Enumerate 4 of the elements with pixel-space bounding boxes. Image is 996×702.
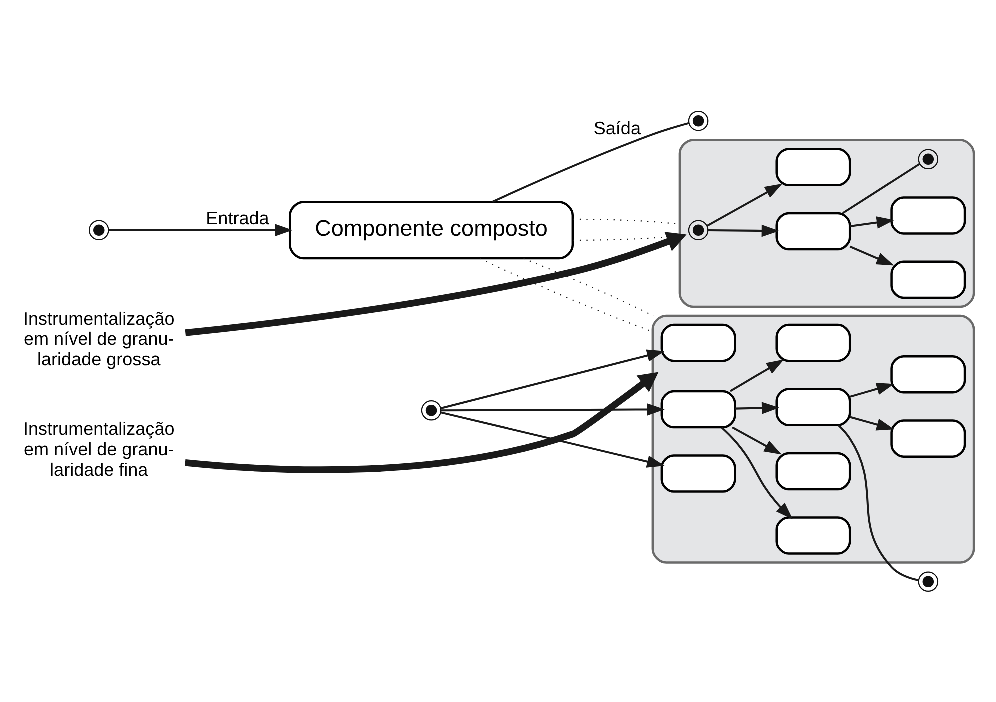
node-text: Instrumentalização em nível de granu- laridade grossa — [24, 308, 175, 369]
edge-label: Saída — [594, 118, 641, 138]
node-text: Instrumentalização em nível de granu- laridade fina — [24, 418, 175, 480]
edge-label: Entrada — [206, 208, 270, 228]
